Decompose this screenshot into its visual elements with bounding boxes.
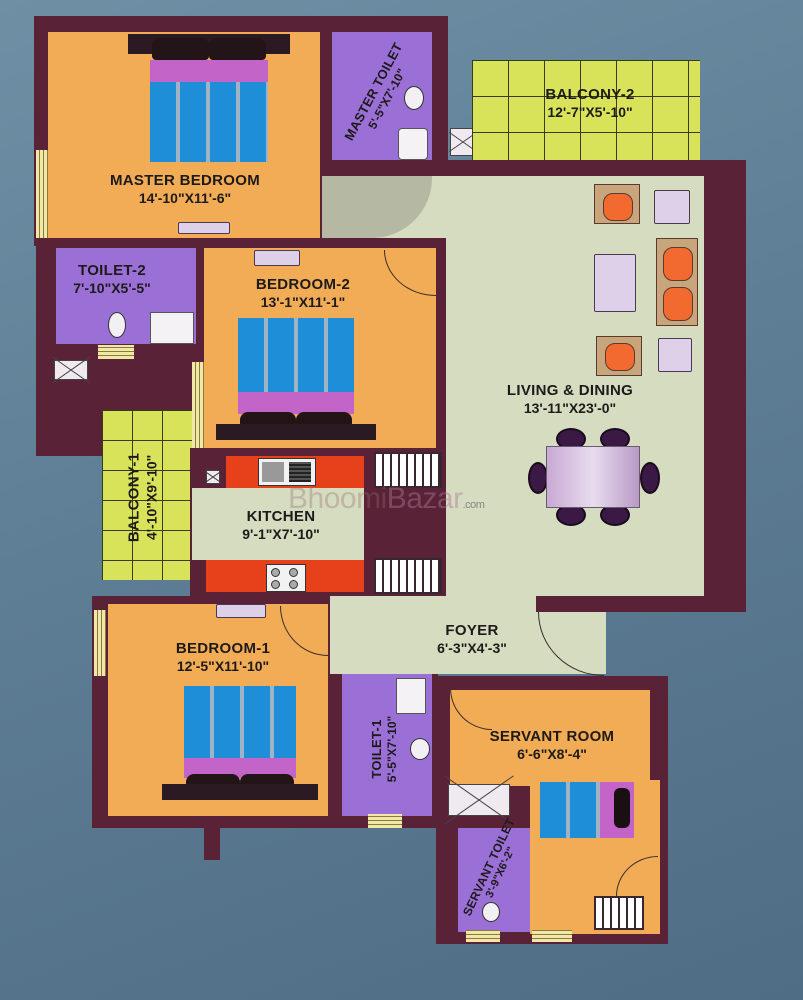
side-table-2 xyxy=(658,338,692,372)
balcony-2-label: BALCONY-2 12'-7"X5'-10" xyxy=(545,86,635,120)
bedroom-2-label: BEDROOM-2 13'-1"X11'-1" xyxy=(255,276,351,310)
servant-room-label: SERVANT ROOM 6'-6"X8'-4" xyxy=(489,728,615,762)
balcony-2 xyxy=(472,60,700,164)
master-toilet-wc-icon xyxy=(404,86,424,110)
bedroom-1-window xyxy=(94,610,106,676)
servant-bed xyxy=(540,782,634,838)
toilet-1-wc-icon xyxy=(410,738,430,760)
dining-chair xyxy=(640,462,660,494)
watermark: BhoomiBazar.com xyxy=(288,482,485,515)
balcony-1 xyxy=(102,410,192,580)
foyer-label: FOYER 6'-3"X4'-3" xyxy=(437,622,507,656)
bedroom-1-tv-unit xyxy=(216,604,266,618)
servant-stairs xyxy=(594,896,644,930)
foyer-right-wall xyxy=(536,596,746,612)
master-toilet-basin-icon xyxy=(398,128,428,160)
kitchen-sink-icon xyxy=(258,458,316,486)
kitchen-label: KITCHEN 9'-1"X7'-10" xyxy=(242,508,320,542)
balcony-1-label: BALCONY-1 4'-10"X9'-10" xyxy=(125,452,160,543)
living-dining-label: LIVING & DINING 13'-11"X23'-0" xyxy=(506,382,634,416)
toilet-2-wc-icon xyxy=(108,312,126,338)
side-table-1 xyxy=(654,190,690,224)
toilet-2-window xyxy=(98,345,134,359)
bedroom-2-bed xyxy=(216,318,376,440)
armchair-2 xyxy=(596,336,642,376)
master-tv-unit xyxy=(178,222,230,234)
toilet-2-basin-icon xyxy=(150,312,194,344)
bedroom-2-tv-unit xyxy=(254,250,300,266)
bedroom-1-bed xyxy=(162,686,318,806)
two-seater-sofa xyxy=(656,238,698,326)
kitchen xyxy=(192,488,364,560)
bedroom-1-wall-stub xyxy=(204,826,220,860)
servant-toilet-wc-icon xyxy=(482,902,500,922)
bedroom-1-label: BEDROOM-1 12'-5"X11'-10" xyxy=(175,640,271,674)
armchair-1 xyxy=(594,184,640,224)
toilet-1-basin-icon xyxy=(396,678,426,714)
stairs-upper xyxy=(374,452,442,488)
servant-room-window xyxy=(532,930,572,942)
dining-chair xyxy=(528,462,548,494)
toilet-1-window xyxy=(368,814,402,828)
toilet-1-label: TOILET-1 5'-5"X7'-10" xyxy=(369,715,399,783)
kitchen-stove-icon xyxy=(266,564,306,592)
stairs-lower xyxy=(374,558,442,594)
servant-shaft-icon xyxy=(448,784,510,816)
servant-room xyxy=(450,690,650,786)
toilet-2-label: TOILET-2 7'-10"X5'-5" xyxy=(73,262,151,296)
toilet-2-shaft-icon xyxy=(54,360,88,380)
master-bedroom-window xyxy=(36,150,48,240)
master-bed xyxy=(128,34,290,162)
coffee-table xyxy=(594,254,636,312)
bedroom-2-window xyxy=(192,362,204,448)
master-bedroom-label: MASTER BEDROOM 14'-10"X11'-6" xyxy=(109,172,261,206)
kitchen-shaft-icon xyxy=(206,470,220,484)
servant-toilet-window xyxy=(466,930,500,942)
dining-table xyxy=(546,446,640,508)
